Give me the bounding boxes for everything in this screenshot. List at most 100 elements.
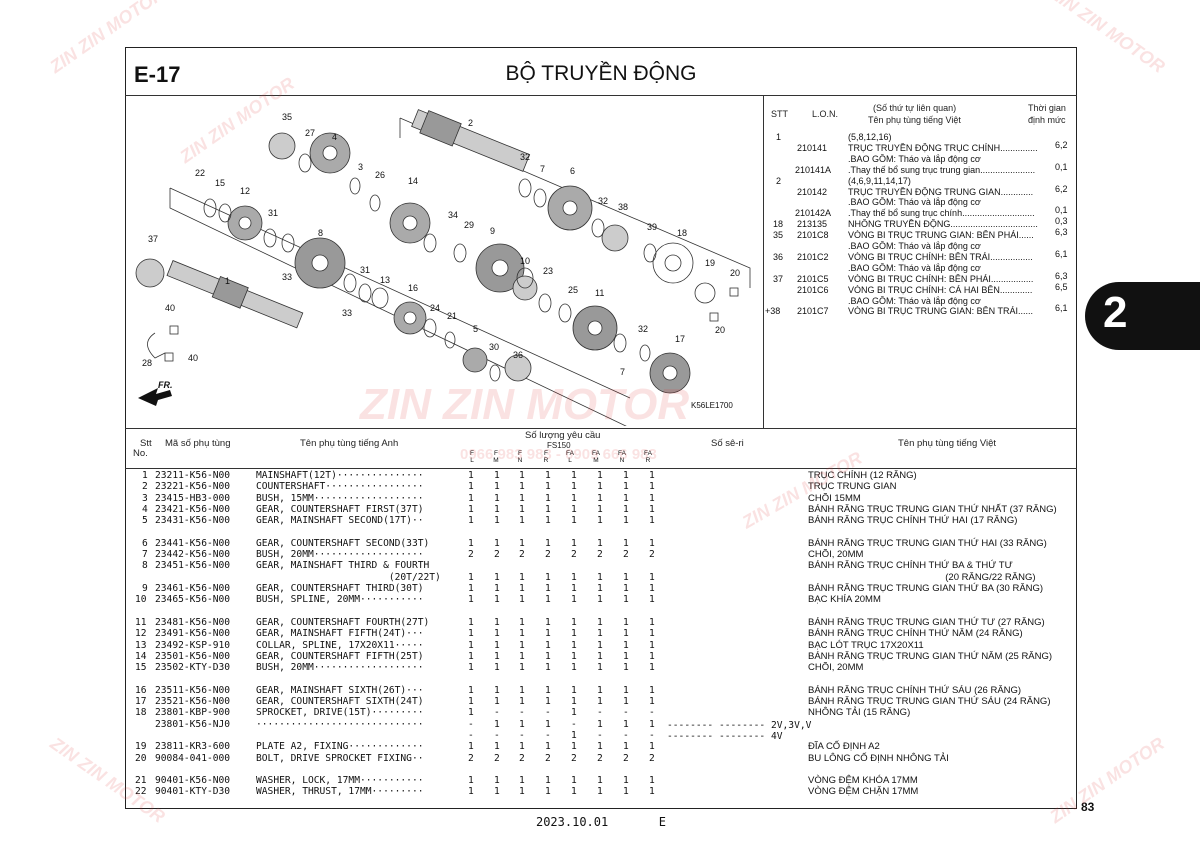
row-qty: 2 — [545, 752, 551, 764]
row-name-en: GEAR, MAINSHAFT SECOND(17T)·· — [256, 515, 424, 527]
divider — [125, 95, 1077, 96]
row-qty: 1 — [545, 503, 551, 515]
row-qty: 2 — [494, 549, 500, 561]
row-qty: 1 — [649, 662, 655, 674]
row-qty: 1 — [571, 707, 577, 719]
ref-lon: 210141 — [797, 142, 828, 153]
row-name-vi: BÁNH RĂNG TRỤC TRUNG GIAN THỨ HAI (33 RĂ… — [808, 537, 1047, 549]
row-qty: 2 — [623, 549, 629, 561]
row-stt: 15 — [135, 662, 147, 674]
row-name-en: COLLAR, SPLINE, 17X20X11····· — [256, 639, 424, 651]
callout-label: 40 — [165, 303, 175, 313]
col-model: FS150 — [547, 441, 571, 450]
callout-label: 27 — [305, 128, 315, 138]
row-qty: 1 — [649, 684, 655, 696]
row-qty: 1 — [623, 481, 629, 493]
ref-lon: 210142 — [797, 186, 828, 197]
row-qty: 1 — [494, 492, 500, 504]
callout-label: 24 — [430, 303, 440, 313]
ref-time: 6,3 — [1055, 227, 1068, 238]
row-qty: 1 — [597, 786, 603, 798]
col-qty: Số lượng yêu cầu — [525, 430, 601, 441]
row-name-vi: BÁNH RĂNG TRỤC TRUNG GIAN THỨ SÁU (24 RĂ… — [808, 696, 1051, 707]
ref-desc: VÒNG BI TRỤC TRUNG GIAN: BÊN TRÁI...... — [848, 306, 1034, 317]
row-qty: 1 — [519, 628, 525, 640]
row-part-no: 23492-KSP-910 — [155, 639, 231, 651]
row-qty: 1 — [649, 583, 655, 594]
row-qty: 1 — [519, 775, 525, 787]
row-qty: 1 — [519, 594, 525, 606]
row-qty: 1 — [519, 583, 525, 594]
row-qty: 1 — [519, 662, 525, 674]
row-name-vi: CHÕI, 20MM — [808, 549, 864, 561]
row-qty: 1 — [571, 616, 577, 628]
row-qty: 1 — [623, 628, 629, 640]
col-name-vi: Tên phụ tùng tiếng Việt — [898, 438, 997, 449]
row-qty: 1 — [494, 684, 500, 696]
callout-label: 32 — [520, 152, 530, 162]
page-number: 83 — [1081, 800, 1095, 814]
row-qty: 1 — [597, 492, 603, 504]
ref-lon: 2101C8 — [797, 230, 829, 241]
row-qty: 1 — [519, 492, 525, 504]
row-qty: - — [494, 729, 500, 741]
row-qty: 2 — [519, 549, 525, 561]
row-name-vi: VÒNG ĐỆM KHÓA 17MM — [808, 775, 918, 787]
row-stt: 17 — [135, 696, 147, 707]
ref-stt: 35 — [773, 230, 784, 241]
row-name-en: COUNTERSHAFT················· — [256, 481, 424, 493]
ref-time: 6,1 — [1055, 248, 1068, 259]
row-qty: 1 — [623, 684, 629, 696]
row-qty: 1 — [468, 684, 474, 696]
row-name-en: (20T/22T) — [256, 571, 441, 583]
row-part-no: 23461-K56-N00 — [155, 583, 231, 594]
callout-label: 35 — [282, 112, 292, 122]
row-qty: 1 — [571, 696, 577, 707]
row-qty: 2 — [494, 752, 500, 764]
row-qty: 1 — [545, 492, 551, 504]
row-qty: 1 — [571, 775, 577, 787]
col-serial: Số sê-ri — [711, 438, 744, 449]
row-name-vi: BẠC KHÍA 20MM — [808, 594, 881, 606]
row-stt: 11 — [135, 616, 147, 628]
row-qty: - — [571, 718, 577, 730]
row-qty: 1 — [571, 786, 577, 798]
callout-label: 30 — [489, 342, 499, 352]
row-qty: 1 — [519, 650, 525, 662]
row-qty: 1 — [571, 583, 577, 594]
row-qty: 1 — [494, 741, 500, 753]
row-name-en: BUSH, 20MM··················· — [256, 662, 424, 674]
row-stt: 9 — [142, 583, 148, 594]
row-qty: 2 — [571, 752, 577, 764]
row-qty: 1 — [623, 741, 629, 753]
row-qty: - — [623, 707, 629, 719]
divider — [763, 95, 764, 428]
row-stt: 14 — [135, 650, 147, 662]
row-qty: 1 — [494, 470, 500, 481]
callout-label: 23 — [543, 266, 553, 276]
row-stt: 6 — [142, 537, 148, 549]
ref-time: 6,3 — [1055, 270, 1068, 281]
row-qty: 1 — [571, 503, 577, 515]
callout-label: 33 — [282, 272, 292, 282]
row-stt: 1 — [142, 470, 148, 481]
col-part-no: Mã số phụ tùng — [165, 438, 231, 449]
callout-label: 20 — [730, 268, 740, 278]
row-qty: 1 — [649, 775, 655, 787]
row-qty: 1 — [494, 571, 500, 583]
ref-lon: 2101C7 — [797, 306, 829, 317]
row-qty: 1 — [468, 571, 474, 583]
callout-label: 32 — [638, 324, 648, 334]
row-part-no: 23491-K56-N00 — [155, 628, 231, 640]
row-qty: 1 — [597, 537, 603, 549]
row-qty: 1 — [468, 650, 474, 662]
row-name-en: PLATE A2, FIXING············· — [256, 741, 424, 753]
row-stt: 3 — [142, 492, 148, 504]
ref-stt: 37 — [773, 273, 784, 284]
callout-label: 20 — [715, 325, 725, 335]
row-part-no: 23441-K56-N00 — [155, 537, 231, 549]
row-name-en: GEAR, MAINSHAFT FIFTH(24T)··· — [256, 628, 424, 640]
